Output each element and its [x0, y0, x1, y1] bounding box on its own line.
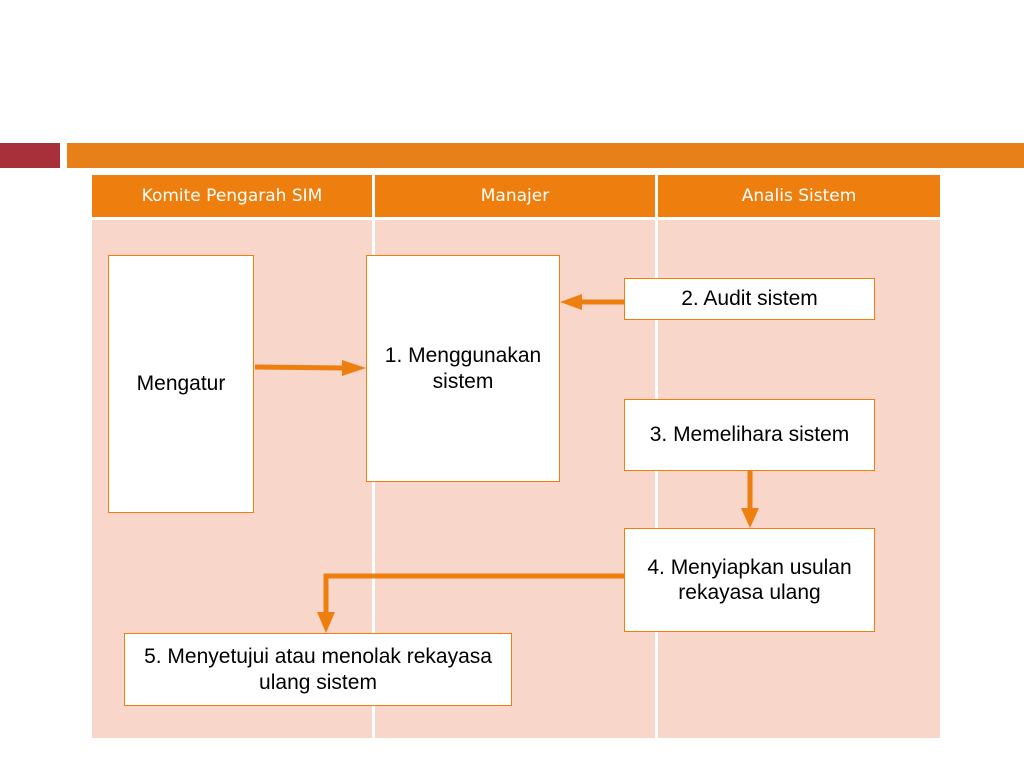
title-accent-bar-red — [0, 143, 60, 168]
node-menyiapkan-usulan: 4. Menyiapkan usulan rekayasa ulang — [624, 528, 875, 632]
node-mengatur: Mengatur — [108, 255, 254, 513]
title-accent-bar-orange — [67, 143, 1024, 168]
lane-header-analis: Analis Sistem — [658, 175, 940, 217]
node-memelihara-sistem: 3. Memelihara sistem — [624, 399, 875, 471]
node-menyetujui-menolak: 5. Menyetujui atau menolak rekayasa ulan… — [124, 633, 512, 706]
lane-header-komite: Komite Pengarah SIM — [92, 175, 372, 217]
lane-header-manajer: Manajer — [375, 175, 655, 217]
node-audit-sistem: 2. Audit sistem — [624, 278, 875, 320]
node-menggunakan-sistem: 1. Menggunakan sistem — [366, 255, 560, 482]
